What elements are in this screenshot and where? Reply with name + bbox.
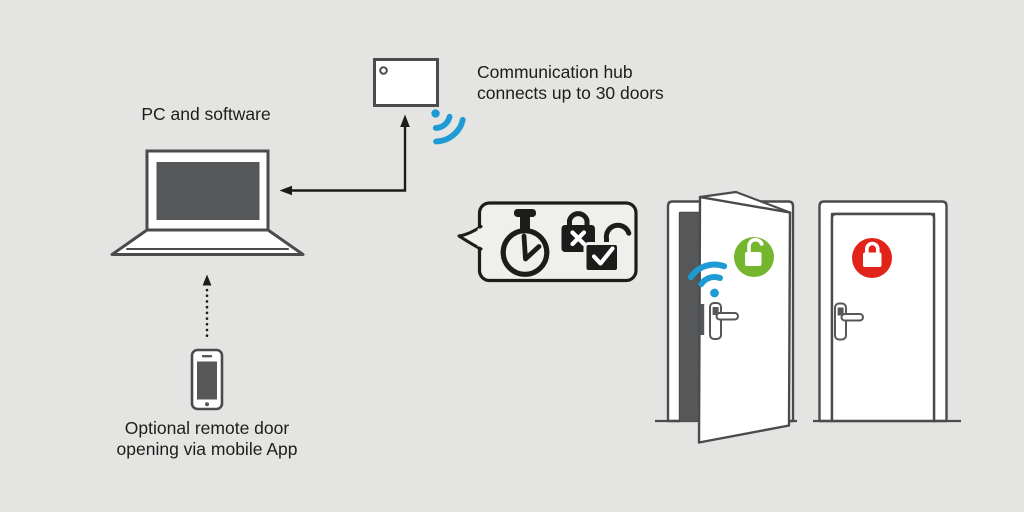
handle-reader [712,307,719,315]
laptop-base [110,228,305,256]
door-handle-left [709,302,739,340]
closed-padlock-shackle [865,241,880,253]
open-door-top-edge [698,190,792,214]
smartphone-illustration [190,348,224,411]
timer-stem [520,215,530,230]
wifi-arc-large [687,261,728,281]
hub-wifi-icon [431,109,466,145]
unlocked-status-badge [734,237,774,277]
locked-shackle [567,211,590,226]
timer-dial [500,228,550,277]
mobile-to-pc-arrow [202,274,212,338]
mobile-app-label: Optional remote door opening via mobile … [116,418,298,459]
arrow-line [291,126,407,192]
laptop-illustration [110,149,305,256]
phone-home-button [205,402,209,407]
laptop-screen [156,162,260,220]
bubble-tail-patch [477,228,483,247]
wifi-dot [710,288,719,298]
communication-hub-illustration [373,58,439,107]
hub-to-pc-arrow [279,114,410,196]
phone-screen [197,361,217,400]
arrow-head-to-hub [400,114,410,127]
arrow-head-to-pc [279,185,292,196]
x-mark [570,230,587,247]
locked-status-badge [852,238,892,278]
open-padlock-body [745,252,762,266]
wifi-dot [431,109,440,118]
handle-reader [837,307,844,316]
timer-icon [500,209,550,277]
wifi-arc-large [433,116,466,145]
pc-label: PC and software [141,104,271,124]
unlocked-lock-icon [583,219,635,273]
hub-led [379,66,388,75]
check-mark [591,246,615,266]
closed-padlock-body [863,252,882,267]
wifi-arc-small [432,113,453,131]
timer-cap [514,209,536,217]
unlocked-shackle [603,222,632,250]
timer-hands [521,233,542,262]
bubble-tail [457,225,483,251]
handle-lever [840,313,864,322]
door-lock-strip [699,304,705,335]
speech-bubble [457,201,638,283]
arrow-head-up [202,274,212,286]
open-door-illustration [655,190,797,444]
closed-door-illustration [813,200,961,423]
door-handle-right [834,302,864,341]
hub-label: Communication hub connects up to 30 door… [477,62,664,103]
handle-lever [715,312,739,321]
open-padlock-shackle [747,237,764,254]
door-wifi-icon [687,261,728,298]
wifi-arc-small [698,274,723,288]
